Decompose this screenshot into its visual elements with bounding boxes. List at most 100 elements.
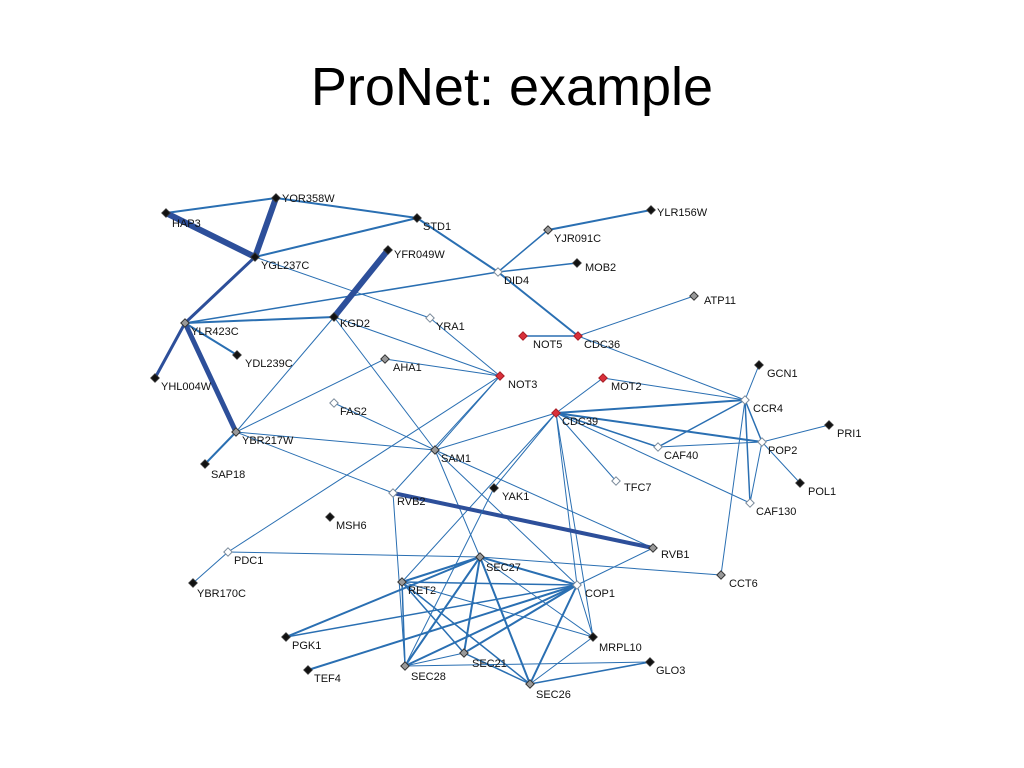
edge-cdc39-yak1 bbox=[493, 412, 557, 489]
node-cop1 bbox=[572, 580, 582, 590]
node-pgk1 bbox=[281, 632, 291, 642]
node-yak1 bbox=[489, 483, 499, 493]
node-label-ygl237c: YGL237C bbox=[261, 260, 309, 272]
node-std1 bbox=[412, 213, 422, 223]
node-label-pri1: PRI1 bbox=[837, 428, 861, 440]
node-label-pgk1: PGK1 bbox=[292, 640, 321, 652]
node-yhl004w bbox=[150, 373, 160, 383]
node-tfc7 bbox=[611, 476, 621, 486]
edge-sec26-glo3 bbox=[529, 661, 651, 685]
node-ybr170c bbox=[188, 578, 198, 588]
edge-not3-rvb2 bbox=[392, 375, 501, 494]
node-tef4 bbox=[303, 665, 313, 675]
node-label-ylr423c: YLR423C bbox=[191, 326, 239, 338]
edge-did4-ylr423c bbox=[184, 271, 499, 324]
edge-sec27-sec26 bbox=[479, 556, 531, 685]
edge-not3-pdc1 bbox=[227, 375, 501, 553]
node-ybr217w bbox=[231, 427, 241, 437]
node-label-mrpl10: MRPL10 bbox=[599, 642, 642, 654]
node-label-yfr049w: YFR049W bbox=[394, 249, 445, 261]
node-caf40 bbox=[653, 442, 663, 452]
edge-pop2-pri1 bbox=[761, 424, 830, 443]
edge-rvb1-cop1 bbox=[576, 547, 654, 586]
edge-cop1-pgk1 bbox=[285, 584, 578, 638]
edge-pop2-caf130 bbox=[749, 441, 763, 504]
node-label-ybr170c: YBR170C bbox=[197, 588, 246, 600]
edge-ygl237c-ylr423c bbox=[183, 255, 257, 325]
node-label-sec21: SEC21 bbox=[472, 658, 507, 670]
edge-ylr423c-ybr217w bbox=[182, 320, 239, 435]
edge-ccr4-caf40 bbox=[657, 399, 746, 448]
edge-yak1-sec28 bbox=[404, 487, 495, 667]
edge-sec21-sec28 bbox=[404, 652, 465, 667]
node-atp11 bbox=[689, 291, 699, 301]
node-mob2 bbox=[572, 258, 582, 268]
node-ret2 bbox=[397, 577, 407, 587]
edge-sec27-cop1 bbox=[479, 556, 578, 586]
edge-ret2-sec28 bbox=[401, 581, 406, 667]
edge-fas2-sam1 bbox=[333, 402, 436, 451]
node-label-mob2: MOB2 bbox=[585, 262, 616, 274]
edge-cdc36-ccr4 bbox=[577, 335, 746, 401]
node-ydl239c bbox=[232, 350, 242, 360]
edge-kgd2-sam1 bbox=[333, 316, 436, 451]
node-pol1 bbox=[795, 478, 805, 488]
node-label-mot2: MOT2 bbox=[611, 381, 642, 393]
edge-ret2-sec21 bbox=[401, 581, 465, 654]
edge-ccr4-gcn1 bbox=[744, 364, 760, 401]
node-label-tfc7: TFC7 bbox=[624, 482, 652, 494]
edge-sec27-ret2 bbox=[401, 556, 481, 583]
node-cdc36 bbox=[573, 331, 583, 341]
node-label-not5: NOT5 bbox=[533, 339, 562, 351]
edge-ret2-sec26 bbox=[401, 581, 531, 685]
node-aha1 bbox=[380, 354, 390, 364]
node-label-gcn1: GCN1 bbox=[767, 368, 798, 380]
edge-ygl237c-yra1 bbox=[254, 256, 431, 319]
edge-ybr217w-rvb2 bbox=[235, 431, 394, 494]
node-glo3 bbox=[645, 657, 655, 667]
node-rvb2 bbox=[388, 488, 398, 498]
edge-ylr423c-ydl239c bbox=[184, 322, 238, 356]
node-cdc39 bbox=[551, 408, 561, 418]
node-label-sec27: SEC27 bbox=[486, 562, 521, 574]
node-label-rvb2: RVB2 bbox=[397, 496, 426, 508]
edge-yor358w-std1 bbox=[275, 197, 418, 219]
edge-rvb2-sec28 bbox=[392, 492, 406, 667]
node-fas2 bbox=[329, 398, 339, 408]
node-sec27 bbox=[475, 552, 485, 562]
edge-ret2-cop1 bbox=[401, 581, 578, 586]
edge-cdc39-tfc7 bbox=[555, 412, 617, 482]
node-label-yor358w: YOR358W bbox=[282, 193, 335, 205]
edge-ygl237c-std1 bbox=[254, 217, 418, 258]
node-label-did4: DID4 bbox=[504, 275, 529, 287]
node-label-pol1: POL1 bbox=[808, 486, 836, 498]
node-pdc1 bbox=[223, 547, 233, 557]
node-label-hap3: HAP3 bbox=[172, 218, 201, 230]
node-label-sec26: SEC26 bbox=[536, 689, 571, 701]
edge-ccr4-cct6 bbox=[720, 399, 746, 576]
node-label-yak1: YAK1 bbox=[502, 491, 529, 503]
edge-did4-yjr091c bbox=[497, 229, 549, 273]
node-label-ret2: RET2 bbox=[408, 585, 436, 597]
edge-pop2-caf40 bbox=[657, 441, 763, 448]
node-yjr091c bbox=[543, 225, 553, 235]
edge-cop1-sec21 bbox=[463, 584, 578, 654]
node-yra1 bbox=[425, 313, 435, 323]
edge-ylr423c-yhl004w bbox=[153, 321, 187, 380]
node-not5 bbox=[518, 331, 528, 341]
node-ygl237c bbox=[250, 252, 260, 262]
edge-cop1-sec26 bbox=[529, 584, 578, 685]
node-pri1 bbox=[824, 420, 834, 430]
node-mot2 bbox=[598, 373, 608, 383]
edge-aha1-not3 bbox=[384, 358, 501, 377]
node-hap3 bbox=[161, 208, 171, 218]
edge-pdc1-sec27 bbox=[227, 551, 481, 558]
edge-cdc39-caf40 bbox=[555, 412, 659, 448]
node-label-std1: STD1 bbox=[423, 221, 451, 233]
node-yor358w bbox=[271, 193, 281, 203]
node-msh6 bbox=[325, 512, 335, 522]
node-label-yra1: YRA1 bbox=[436, 321, 465, 333]
node-rvb1 bbox=[648, 543, 658, 553]
node-label-aha1: AHA1 bbox=[393, 362, 422, 374]
node-label-yhl004w: YHL004W bbox=[161, 381, 212, 393]
